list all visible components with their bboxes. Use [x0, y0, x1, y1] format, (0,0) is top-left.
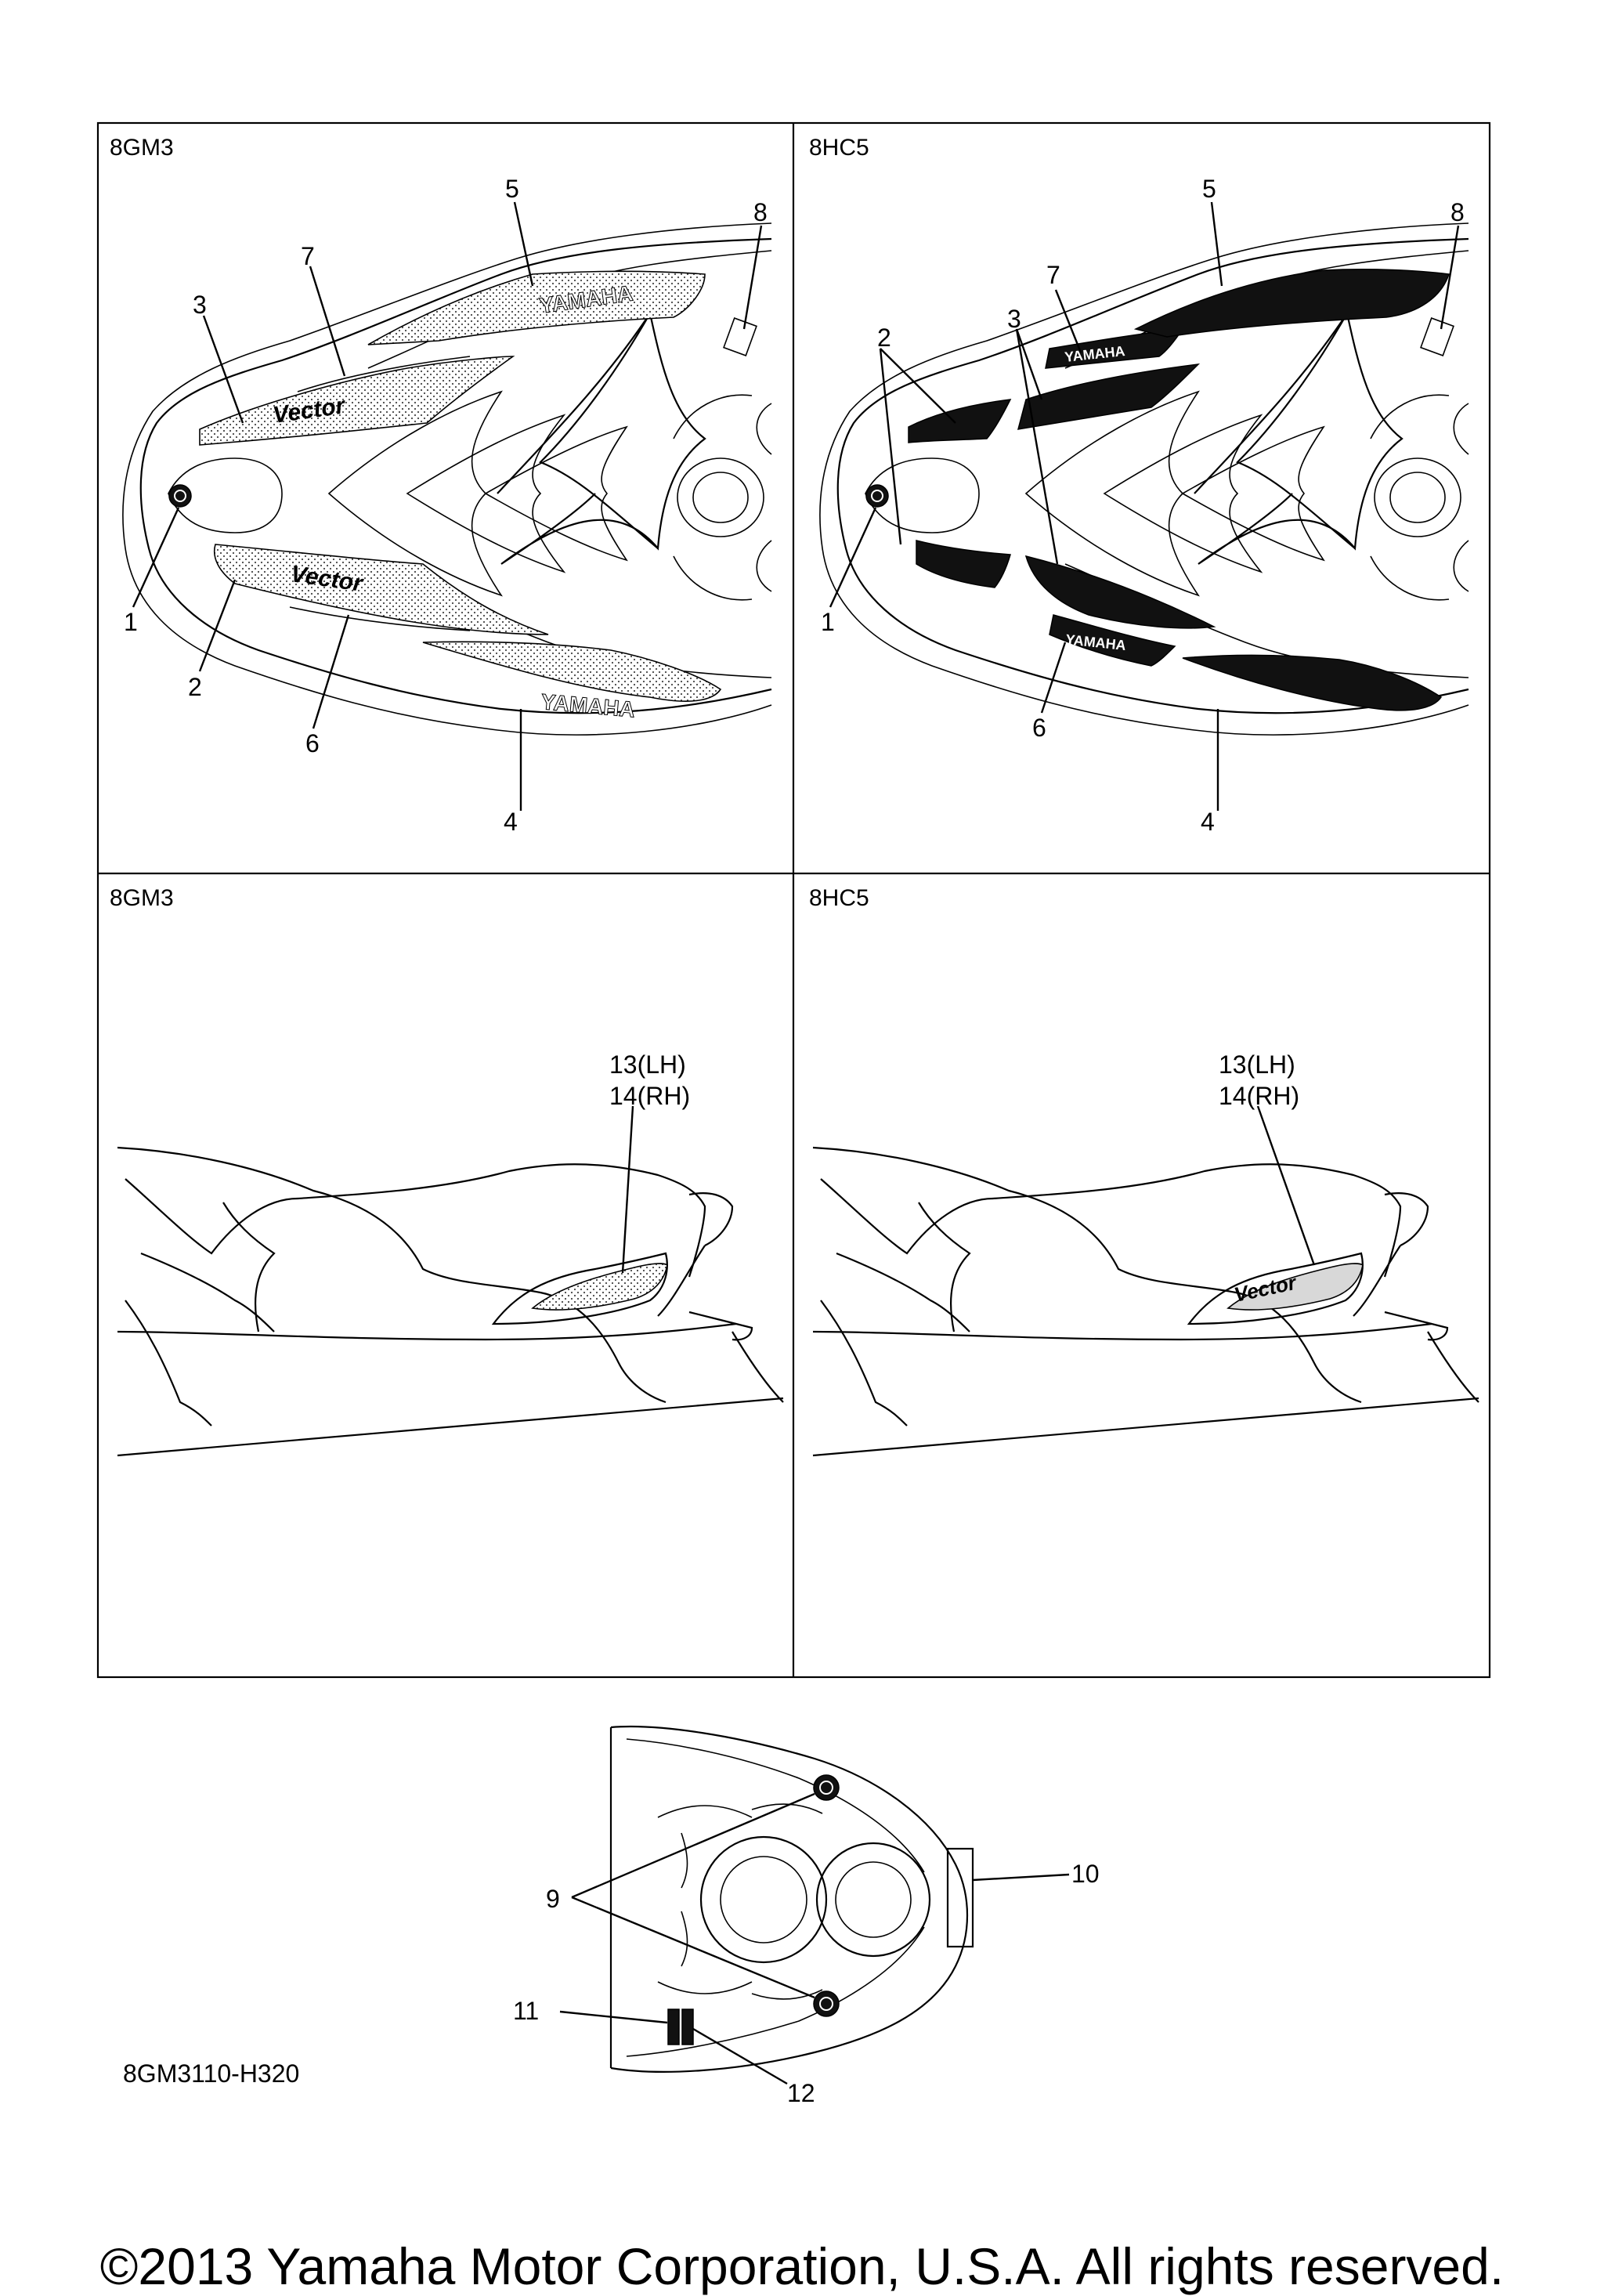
callout-p1-4: 4	[504, 808, 518, 836]
top-view-8gm3: Vector Vector YAMAHA YAMAHA 1 2 3 4 5 6	[122, 175, 772, 836]
panel-label-4: 8HC5	[809, 885, 869, 911]
side-view-8hc5: Vector 13(LH) 14(RH)	[812, 1050, 1479, 1457]
callout-p2-8: 8	[1450, 198, 1465, 226]
callout-p2-7: 7	[1046, 261, 1060, 289]
callout-p1-3: 3	[193, 291, 207, 319]
callout-p1-7: 7	[301, 242, 315, 270]
callout-10: 10	[1071, 1860, 1100, 1888]
callout-p1-6: 6	[305, 729, 320, 757]
callout-p2-1: 1	[821, 608, 835, 636]
panel-label-3: 8GM3	[110, 885, 174, 911]
top-view-8hc5: YAMAHA YAMAHA 1 2 3 4 5 6 7 8	[819, 175, 1469, 836]
callout-p1-8: 8	[753, 198, 768, 226]
callout-p4-14: 14(RH)	[1219, 1082, 1299, 1110]
callout-p2-4: 4	[1201, 808, 1215, 836]
drawing-code: 8GM3110-H320	[123, 2059, 299, 2088]
callout-p2-2: 2	[877, 324, 891, 352]
callout-11: 11	[513, 1997, 539, 2025]
callout-p3-13: 13(LH)	[609, 1050, 686, 1079]
panel-label-2: 8HC5	[809, 135, 869, 161]
callout-p4-13: 13(LH)	[1219, 1050, 1295, 1079]
callout-p1-1: 1	[124, 608, 138, 636]
callout-p2-5: 5	[1202, 175, 1216, 203]
callout-p2-6: 6	[1032, 714, 1046, 742]
callout-12: 12	[787, 2079, 815, 2107]
callout-p2-3: 3	[1007, 305, 1021, 333]
callout-p1-2: 2	[188, 673, 202, 701]
callout-p3-14: 14(RH)	[609, 1082, 690, 1110]
callout-p1-5: 5	[505, 175, 519, 203]
svg-text:YAMAHA: YAMAHA	[540, 689, 636, 721]
copyright-notice: ©2013 Yamaha Motor Corporation, U.S.A. A…	[99, 2237, 1505, 2295]
side-view-8gm3: 13(LH) 14(RH)	[117, 1050, 784, 1457]
panel-grid	[96, 121, 1491, 1679]
callout-9: 9	[546, 1885, 560, 1913]
deck-view: 9 10 11 12	[513, 1725, 1100, 2107]
panel-label-1: 8GM3	[110, 135, 174, 161]
